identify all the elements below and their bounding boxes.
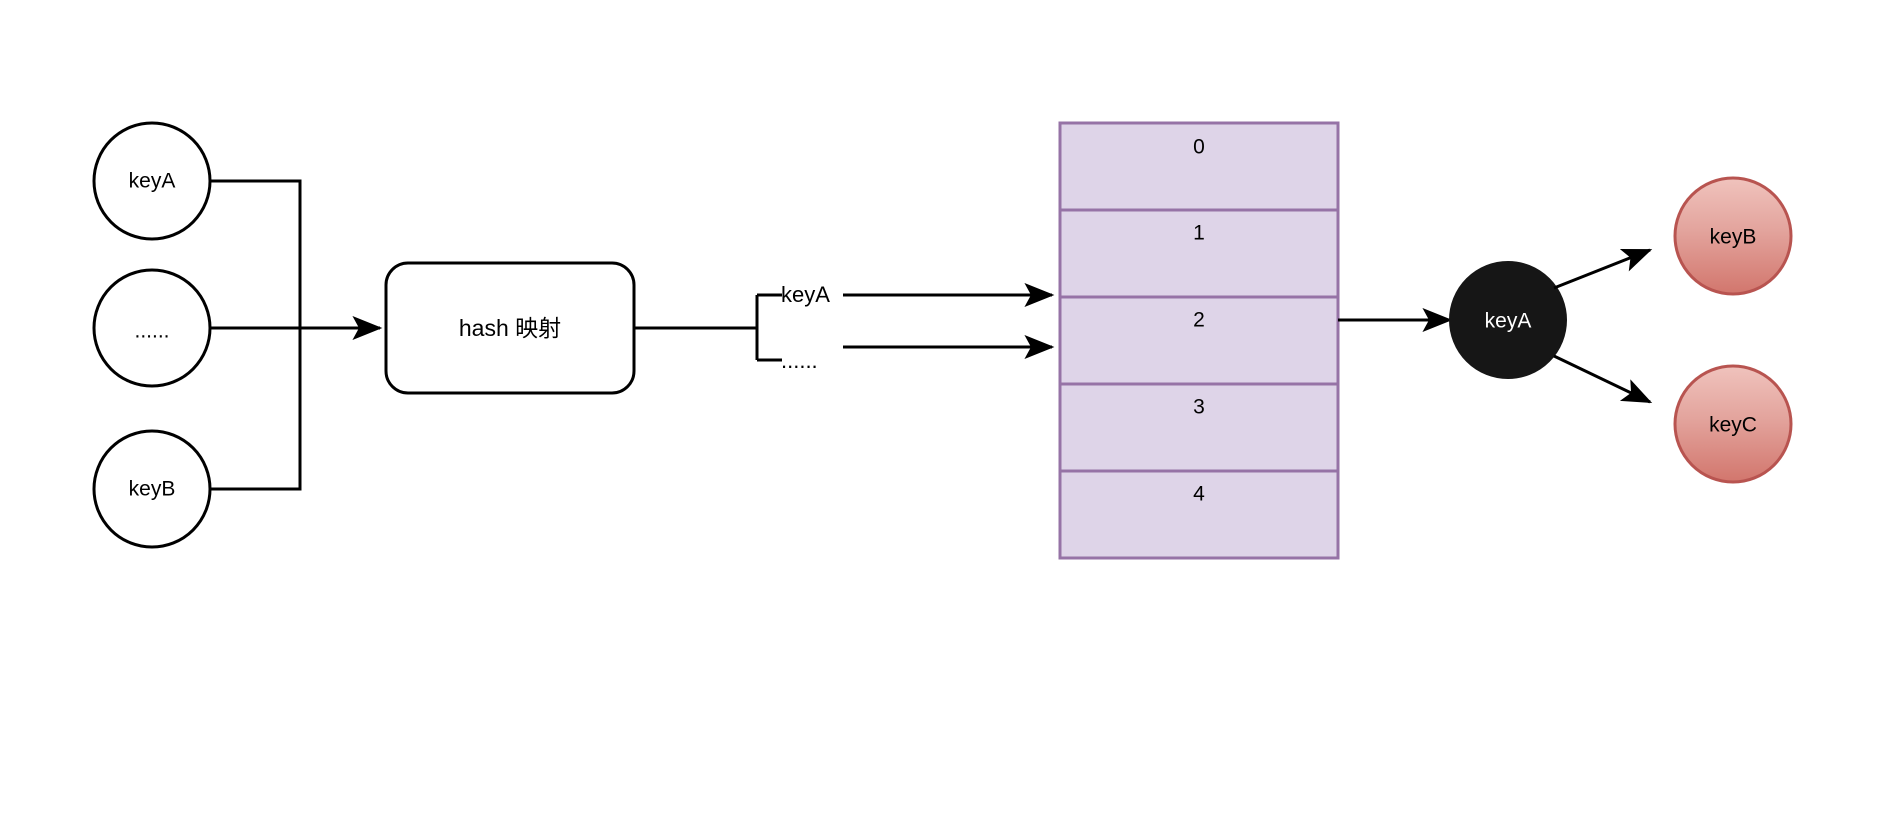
bucket-slot-3-rect [1058,382,1340,473]
chain-head-keyA-label: keyA [1485,310,1532,333]
bucket-array: 0 1 2 3 4 [1058,121,1340,560]
branch-label-ellipsis: ...... [781,348,818,373]
bucket-slot-0-label: 0 [1193,136,1205,159]
chain-node-keyC-circle [1673,364,1793,484]
bucket-slot-0[interactable]: 0 [1058,121,1340,212]
input-node-ellipsis-label: ...... [134,320,169,343]
input-node-keyA[interactable]: keyA [92,121,212,241]
branch-label-keyA: keyA [781,282,830,307]
bucket-slot-1[interactable]: 1 [1058,208,1340,299]
hash-mapping-box[interactable]: hash 映射 [384,261,636,395]
chain-node-keyB-circle [1673,176,1793,296]
bucket-slot-3-label: 3 [1193,396,1205,419]
chain-node-keyC[interactable]: keyC [1673,364,1793,484]
input-node-keyA-label: keyA [129,170,176,193]
bucket-slot-1-rect [1058,208,1340,299]
input-node-keyB-label: keyB [129,478,176,501]
edge-inputs-bus [210,179,302,491]
hash-mapping-box-label: hash 映射 [459,315,561,341]
input-node-ellipsis[interactable]: ...... [92,268,212,388]
bucket-slot-3[interactable]: 3 [1058,382,1340,473]
edge-chain-head-to-keyC [1553,354,1653,404]
bucket-slot-2-label: 2 [1193,309,1205,332]
bucket-slot-0-rect [1058,121,1340,212]
chain-head-keyA-circle [1449,261,1567,379]
chain-node-keyB-label: keyB [1710,226,1757,249]
bucket-slot-4[interactable]: 4 [1058,469,1340,560]
bucket-slot-4-rect [1058,469,1340,560]
input-node-keyB[interactable]: keyB [92,429,212,549]
bucket-slot-2-rect [1058,295,1340,386]
chain-node-keyB[interactable]: keyB [1673,176,1793,296]
edge-chain-head-to-keyB [1553,248,1653,290]
chain-head-keyA[interactable]: keyA [1449,261,1567,379]
bucket-slot-4-label: 4 [1193,483,1205,506]
bucket-slot-1-label: 1 [1193,222,1205,245]
bucket-slot-2[interactable]: 2 [1058,295,1340,386]
chain-node-keyC-label: keyC [1709,414,1757,437]
